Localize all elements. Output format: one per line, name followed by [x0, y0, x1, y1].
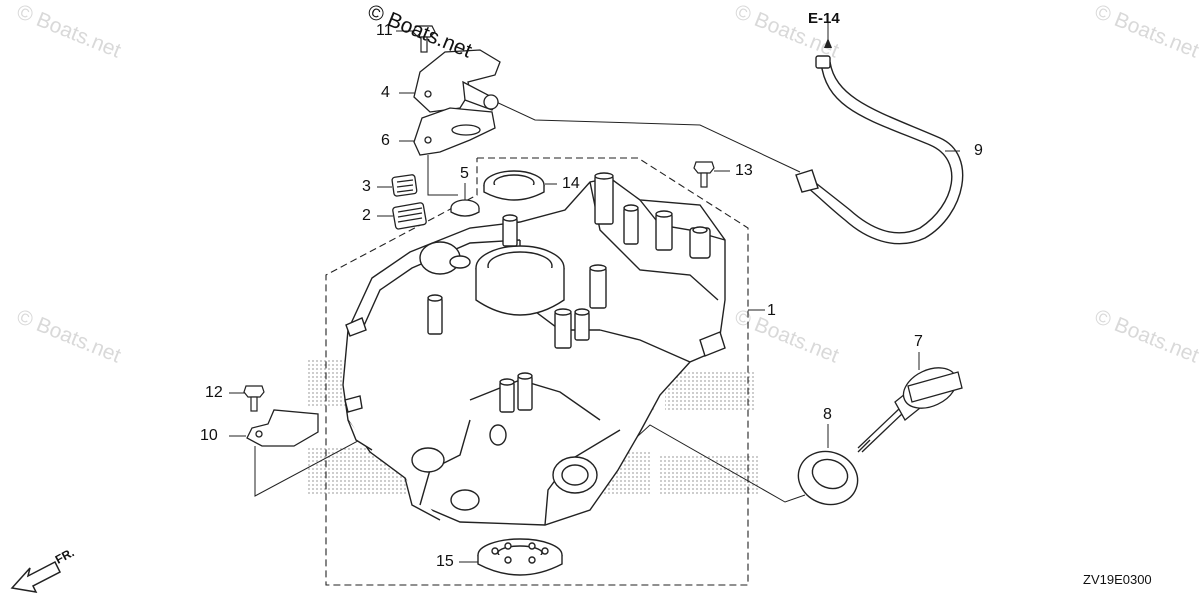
part-1-housing [342, 172, 726, 526]
callout-5: 5 [460, 165, 469, 182]
part-5-plug [450, 199, 480, 217]
callout-12: 12 [205, 384, 223, 401]
part-10-plate [246, 409, 319, 447]
callout-13: 13 [735, 162, 753, 179]
part-13-bolt [693, 161, 715, 188]
front-direction-arrow [10, 560, 62, 593]
part-7-dipstick [857, 367, 963, 453]
callout-14: 14 [562, 175, 580, 192]
callout-7: 7 [914, 333, 923, 350]
part-6-gasket [413, 107, 496, 156]
callout-15: 15 [436, 553, 454, 570]
callout-9: 9 [974, 142, 983, 159]
part-11-screw [412, 25, 436, 53]
part-12-bolt [243, 385, 265, 412]
callout-6: 6 [381, 132, 390, 149]
callout-8: 8 [823, 406, 832, 423]
housing-filler-neck [552, 456, 598, 494]
housing-bosses [411, 172, 711, 511]
part-2-pad [392, 202, 427, 230]
part-15-bearing [477, 538, 563, 576]
reference-label: E-14 [808, 10, 840, 27]
callout-11: 11 [376, 22, 393, 39]
part-14-seal [483, 170, 545, 201]
callout-1: 1 [767, 302, 776, 319]
callout-2: 2 [362, 207, 371, 224]
part-3-pad [391, 174, 418, 197]
callout-4: 4 [381, 84, 390, 101]
callout-3: 3 [362, 178, 371, 195]
callout-10: 10 [200, 427, 218, 444]
diagram-code: ZV19E0300 [1083, 572, 1152, 587]
part-4-bracket [413, 49, 501, 113]
part-9-hose [795, 55, 964, 245]
part-8-washer [797, 450, 859, 506]
